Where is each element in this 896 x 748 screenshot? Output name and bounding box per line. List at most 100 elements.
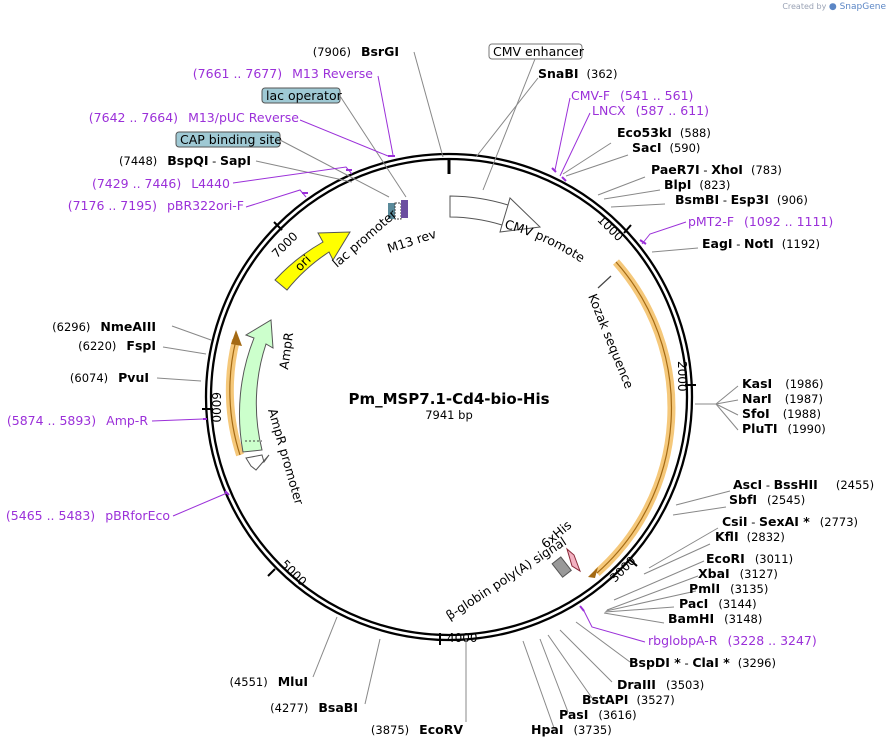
primer-range: (7176 .. 7195): [68, 198, 157, 213]
enzyme-pos: (3148): [724, 612, 762, 626]
primer-label-m13-puc-reverse: (7642 .. 7664)M13/pUC Reverse: [89, 110, 300, 125]
enzyme-name: BsmBI: [675, 192, 719, 207]
tick-label-2000: 2000: [675, 361, 689, 392]
enzyme-pos: (590): [670, 141, 701, 155]
primer-range: (7642 .. 7664): [89, 110, 178, 125]
primer-label-lncx: LNCX(587 .. 611): [592, 103, 709, 118]
enzyme-pos: (783): [751, 163, 782, 177]
tick-label-1000: 1000: [595, 213, 626, 244]
cap-site-box: [175, 131, 281, 148]
cmv-enhancer-box: [488, 43, 583, 60]
backbone-inner: [209, 157, 689, 637]
primer-range: (3228 .. 3247): [727, 633, 816, 648]
credit-brand: SnapGene: [839, 2, 886, 12]
enzyme-leaders: [156, 51, 739, 729]
primer-label-m13-reverse: (7661 .. 7677) M13 Reverse: [193, 66, 373, 81]
enzyme-name: EagI: [702, 236, 733, 251]
enzyme-label-draiii: DraIII (3503): [617, 677, 704, 692]
plasmid-name: Pm_MSP7.1-Cd4-bio-His: [348, 390, 549, 408]
primer-range: (5465 .. 5483): [6, 508, 95, 523]
cmv-enhancer-segment: [501, 204, 509, 226]
enzyme-name: AscI: [733, 477, 762, 492]
enzyme-pos: (1987): [785, 392, 823, 406]
enzyme-label-xhoi: PaeR7I - XhoI (783): [651, 162, 782, 177]
his-tag: [566, 547, 581, 573]
primer-name: M13 Reverse: [292, 66, 373, 81]
enzyme-pos: (1986): [785, 377, 823, 391]
ampr-arrow: [238, 319, 274, 453]
enzyme-label-sfoi: SfoI(1988): [742, 406, 821, 421]
enzyme-sep: -: [700, 163, 711, 177]
primer-range: (541 .. 561): [620, 88, 693, 103]
enzyme-name: PvuI: [118, 370, 149, 385]
tick-label-6000: 6000: [209, 392, 223, 423]
primer-name: Amp-R: [106, 413, 148, 428]
orf-arrow-line: [596, 261, 673, 574]
enzyme-name: DraIII: [617, 677, 656, 692]
polya-label: β-globin poly(A) signal: [443, 534, 569, 623]
enzyme-label-kfli: KflI(2832): [715, 529, 785, 544]
enzyme-label-saci: SacI(590): [632, 140, 700, 155]
enzyme-name: BstAPI: [582, 692, 628, 707]
enzyme-name: XbaI: [698, 566, 730, 581]
ampr-label: AmpR: [276, 331, 296, 370]
cmv-enhancer-leader: [482, 58, 536, 191]
svg-text:CMV promoter: CMV promoter: [0, 0, 588, 265]
enzyme-name-2: XhoI: [711, 162, 743, 177]
enzyme-name: EcoRV: [419, 722, 463, 737]
enzyme-pos: (3011): [755, 552, 793, 566]
ampr-highlight-line: [229, 339, 241, 456]
primer-label-l4440: (7429 .. 7446)L4440: [92, 176, 230, 191]
cap-site-label: CAP binding site: [180, 132, 282, 147]
enzyme-pos: (1988): [783, 407, 821, 421]
credit-prefix: Created by: [782, 2, 827, 11]
enzyme-name: HpaI: [531, 722, 564, 737]
enzyme-name: BspQI: [167, 153, 208, 168]
enzyme-pos: (3616): [598, 708, 636, 722]
primer-label-pbrforeco: (5465 .. 5483) pBRforEco: [6, 508, 170, 523]
enzyme-sep: -: [719, 193, 730, 207]
enzyme-sep: -: [748, 515, 759, 529]
enzyme-label-pluti: PluTI(1990): [742, 421, 826, 436]
lac-operator-leader: [339, 95, 407, 198]
plasmid-length: 7941 bp: [425, 408, 473, 422]
enzyme-label-ecori: EcoRI(3011): [706, 551, 793, 566]
enzyme-label-bsrgi: (7906)BsrGI: [313, 44, 399, 59]
enzyme-pos: (6220): [78, 339, 116, 353]
primer-label-pbr322ori-f: (7176 .. 7195)pBR322ori-F: [68, 198, 244, 213]
enzyme-label-fspi: (6220)FspI: [78, 338, 156, 353]
enzyme-pos: (2455): [836, 478, 874, 492]
backbone-outer: [204, 152, 694, 642]
primer-name: LNCX: [592, 103, 626, 118]
enzyme-label-pvui: (6074)PvuI: [70, 370, 149, 385]
enzyme-pos: (3127): [740, 567, 778, 581]
primer-range: (5874 .. 5893): [7, 413, 96, 428]
enzyme-name: BsrGI: [361, 44, 399, 59]
enzyme-pos: (3503): [666, 678, 704, 692]
m13-rev-label: M13 rev: [385, 226, 438, 256]
enzyme-pos: (1192): [782, 237, 820, 251]
enzyme-name: PaeR7I: [651, 162, 700, 177]
kozak-label: Kozak sequence: [585, 292, 637, 391]
primer-label-pmt2-f: pMT2-F(1092 .. 1111): [688, 214, 833, 229]
m13-rev-block: [401, 200, 408, 218]
enzyme-label-mlui: (4551)MluI: [229, 674, 308, 689]
tick-marks: [202, 221, 696, 645]
enzyme-label-noti: EagI - NotI(1192): [702, 236, 820, 251]
polya-box: [551, 556, 572, 578]
primer-name: pBRforEco: [105, 508, 170, 523]
enzyme-pos: (6296): [52, 320, 90, 334]
enzyme-name-2: ClaI *: [692, 655, 730, 670]
primer-range: (7661 .. 7677): [193, 66, 282, 81]
ori-arrow: [274, 231, 351, 291]
enzyme-pos: (3527): [636, 693, 674, 707]
enzyme-name: BspDI *: [629, 655, 681, 670]
enzyme-pos: (2832): [747, 530, 785, 544]
enzyme-sep: -: [733, 237, 744, 251]
cmv-promoter-label: CMV promoter: [0, 0, 588, 265]
primer-name: pMT2-F: [688, 214, 734, 229]
enzyme-label-sbfi: SbfI(2545): [729, 492, 805, 507]
enzyme-label-pmli: PmlI(3135): [689, 581, 768, 596]
enzyme-pos: (906): [777, 193, 808, 207]
